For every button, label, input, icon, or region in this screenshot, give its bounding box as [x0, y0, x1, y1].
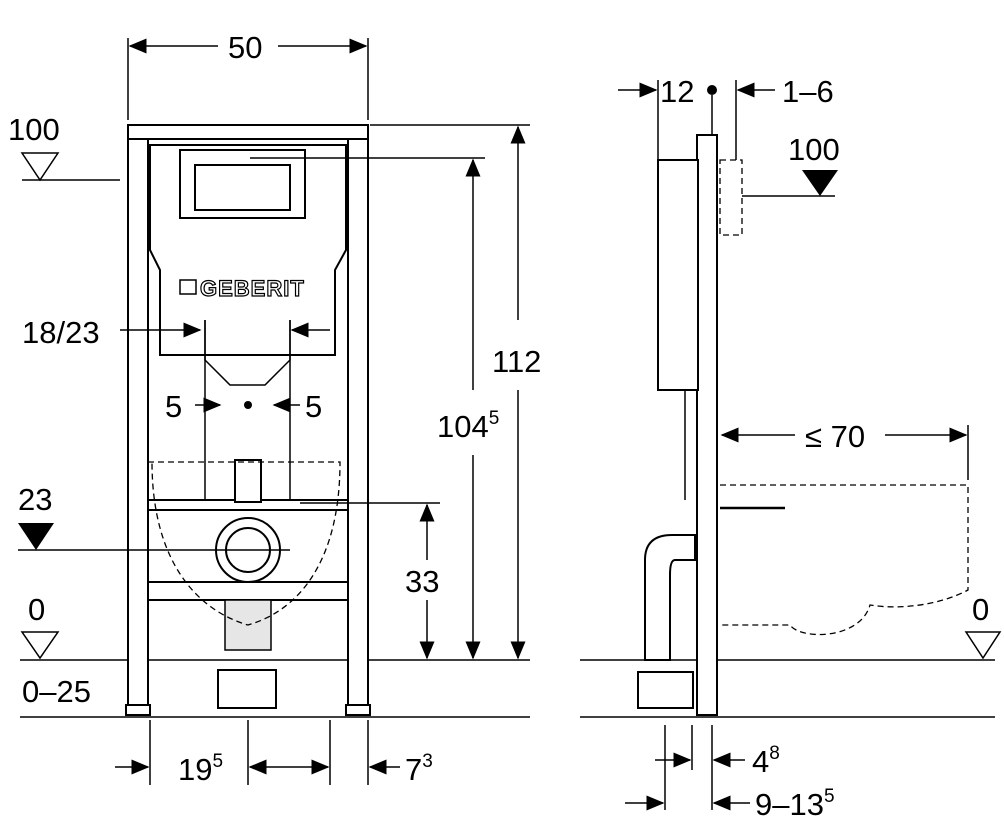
front-view: GEBERIT 50 100 18/23 5 5 [8, 30, 541, 787]
foot-left [125, 704, 151, 716]
dim-depth-top: 12 [660, 74, 694, 109]
dim-height-inner: 1045 [437, 408, 499, 444]
level-marker-icon [20, 152, 60, 182]
level-marker-filled-icon [802, 170, 838, 196]
dim-leg-offset: 195 [178, 751, 223, 787]
dim-wall-gap: 1–6 [782, 74, 834, 109]
level-marker-icon [20, 631, 60, 660]
side-view: 12 1–6 100 ≤ 70 0 48 9–135 [580, 74, 1002, 822]
level-marker-icon [964, 631, 1002, 660]
foot-right [345, 704, 371, 716]
center-point [707, 85, 717, 95]
dim-floor-level: 0 [28, 592, 45, 627]
dim-offset-right: 5 [305, 389, 322, 424]
dim-height-total: 112 [492, 344, 541, 379]
dim-depth-range: 9–135 [755, 786, 835, 822]
level-marker-filled-icon [18, 523, 54, 550]
drain-pipe-side [637, 671, 694, 709]
cistern-side [657, 159, 699, 391]
water-connection [234, 459, 262, 503]
dim-side-top-level: 100 [788, 132, 840, 167]
drain-bend-side [644, 534, 696, 661]
wc-side-outline [720, 484, 969, 636]
frame-right-post [347, 124, 369, 716]
dim-drain-level: 23 [18, 482, 52, 517]
flush-plate-side [719, 159, 743, 236]
dim-right-offset: 73 [405, 751, 433, 787]
drain-pipe-lower [217, 669, 277, 709]
dim-bowl-projection: ≤ 70 [805, 419, 865, 454]
dim-offset-left: 5 [165, 389, 182, 424]
frame-side-post [696, 134, 718, 716]
dim-pipe-spacing: 18/23 [22, 315, 100, 350]
dim-width: 50 [228, 30, 262, 65]
dim-drain-height: 33 [405, 564, 439, 599]
brand-logo-text: GEBERIT [200, 276, 305, 301]
frame-top-bar [127, 124, 369, 140]
frame-left-post [127, 124, 149, 716]
dim-top-level: 100 [8, 112, 60, 147]
frame-lower-bar [147, 581, 349, 601]
dim-frame-depth: 48 [752, 743, 780, 779]
center-point [244, 401, 252, 409]
dim-floor-range: 0–25 [22, 674, 91, 709]
wc-outline [148, 461, 341, 626]
logo-mark [179, 279, 197, 295]
dim-side-floor-level: 0 [972, 592, 989, 627]
flush-plate-frame [194, 164, 291, 211]
